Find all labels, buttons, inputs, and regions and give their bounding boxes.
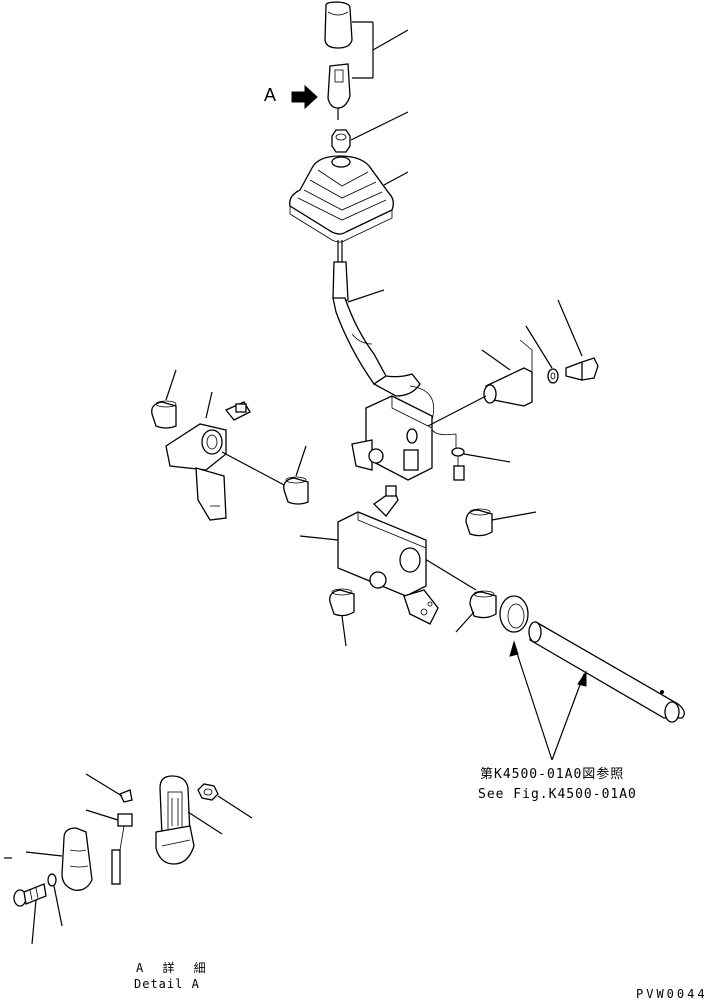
reference-arrows xyxy=(509,640,587,761)
seal-ring xyxy=(499,595,529,633)
leader-line xyxy=(205,391,213,419)
left-bracket xyxy=(165,401,251,521)
leader-line xyxy=(165,369,177,401)
callout-letter-a: A xyxy=(264,85,277,105)
detail-switch xyxy=(111,813,133,885)
bushing-left xyxy=(151,400,177,429)
detail-washer xyxy=(47,873,57,887)
lever-rod xyxy=(332,240,421,397)
leader-line xyxy=(341,615,347,647)
leader-line xyxy=(463,453,511,463)
leader-line xyxy=(25,851,63,857)
nut xyxy=(331,129,351,153)
leader-line xyxy=(491,511,537,521)
leader-line xyxy=(217,795,253,819)
shaft-axis xyxy=(419,555,477,591)
shaft-pin xyxy=(427,339,533,427)
knob-cap xyxy=(324,1,353,49)
drawing-code: PVW0044 xyxy=(636,987,707,1001)
leader-line xyxy=(53,885,63,927)
leader-line xyxy=(31,899,37,945)
detail-screw xyxy=(13,883,47,907)
detail-grip-half xyxy=(61,827,93,891)
lever-bracket xyxy=(351,395,433,481)
bushing-center xyxy=(283,476,309,505)
detail-knob-body xyxy=(155,775,195,865)
detail-title-ja: A 詳 細 xyxy=(136,961,212,975)
detail-nut xyxy=(197,783,219,801)
leader-line xyxy=(85,773,123,797)
leader-line xyxy=(85,809,119,821)
leader-line xyxy=(372,29,409,51)
bushing-lower-left xyxy=(329,588,355,617)
callout-arrow-icon xyxy=(291,84,318,110)
bolt xyxy=(565,357,599,381)
leader-line xyxy=(455,611,475,633)
leader-line xyxy=(299,535,339,541)
detail-title-en: Detail A xyxy=(134,977,200,991)
leader-line xyxy=(525,325,553,369)
leader-line xyxy=(557,299,583,357)
long-shaft xyxy=(528,621,685,723)
leader-line xyxy=(347,289,385,303)
reference-label-ja: 第K4500-01A0図参照 xyxy=(480,767,625,782)
knob-grip xyxy=(327,63,351,120)
boot xyxy=(289,155,394,243)
washer xyxy=(547,368,559,384)
detail-clip xyxy=(119,789,133,803)
shaft-axis xyxy=(221,451,287,487)
bushing-right-upper xyxy=(465,508,493,537)
leader-line xyxy=(350,111,409,141)
leader-line xyxy=(383,171,409,186)
reference-label-en: See Fig.K4500-01A0 xyxy=(478,787,637,802)
leader-line xyxy=(187,811,223,835)
main-block xyxy=(337,485,439,625)
leader-line xyxy=(481,349,511,371)
bushing-lower-right xyxy=(469,590,497,619)
leader-line xyxy=(295,445,307,477)
connector xyxy=(451,434,465,481)
